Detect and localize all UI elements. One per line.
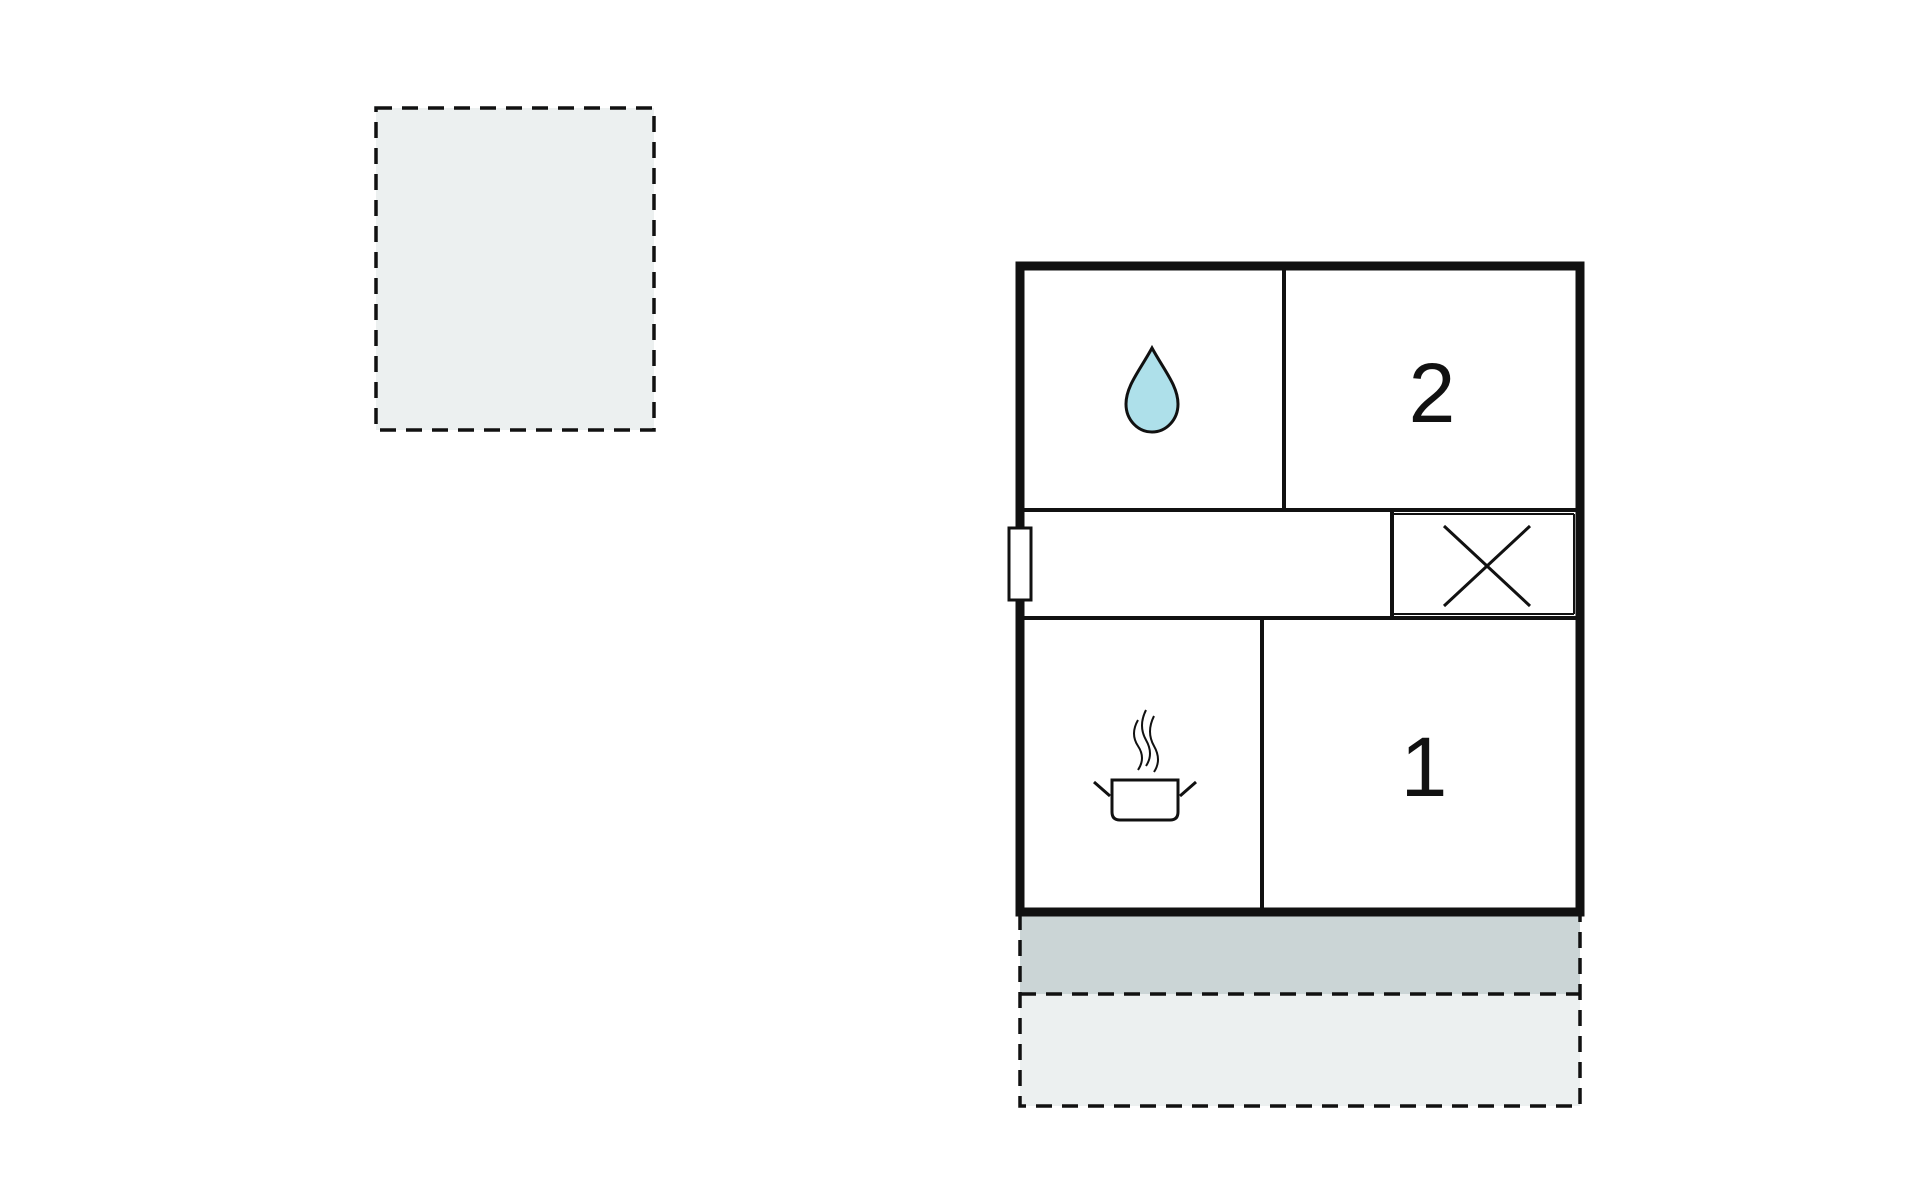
open-terrace (1020, 994, 1580, 1106)
cooking-pot-icon (1093, 709, 1197, 822)
interior-walls (1020, 266, 1580, 912)
entrance-door (1007, 526, 1033, 602)
bedroom-1-number: 1 (1401, 720, 1448, 814)
water-drop-icon (1124, 344, 1180, 434)
covered-terrace (1020, 914, 1580, 994)
storage-box-lines (1392, 513, 1575, 615)
main-building-outline (1015, 261, 1585, 917)
bedroom-2-number: 2 (1409, 346, 1456, 440)
terrace-dashed-outline (1018, 914, 1582, 1108)
annex-outdoor-area (374, 106, 656, 432)
cross-icon (1442, 524, 1532, 608)
